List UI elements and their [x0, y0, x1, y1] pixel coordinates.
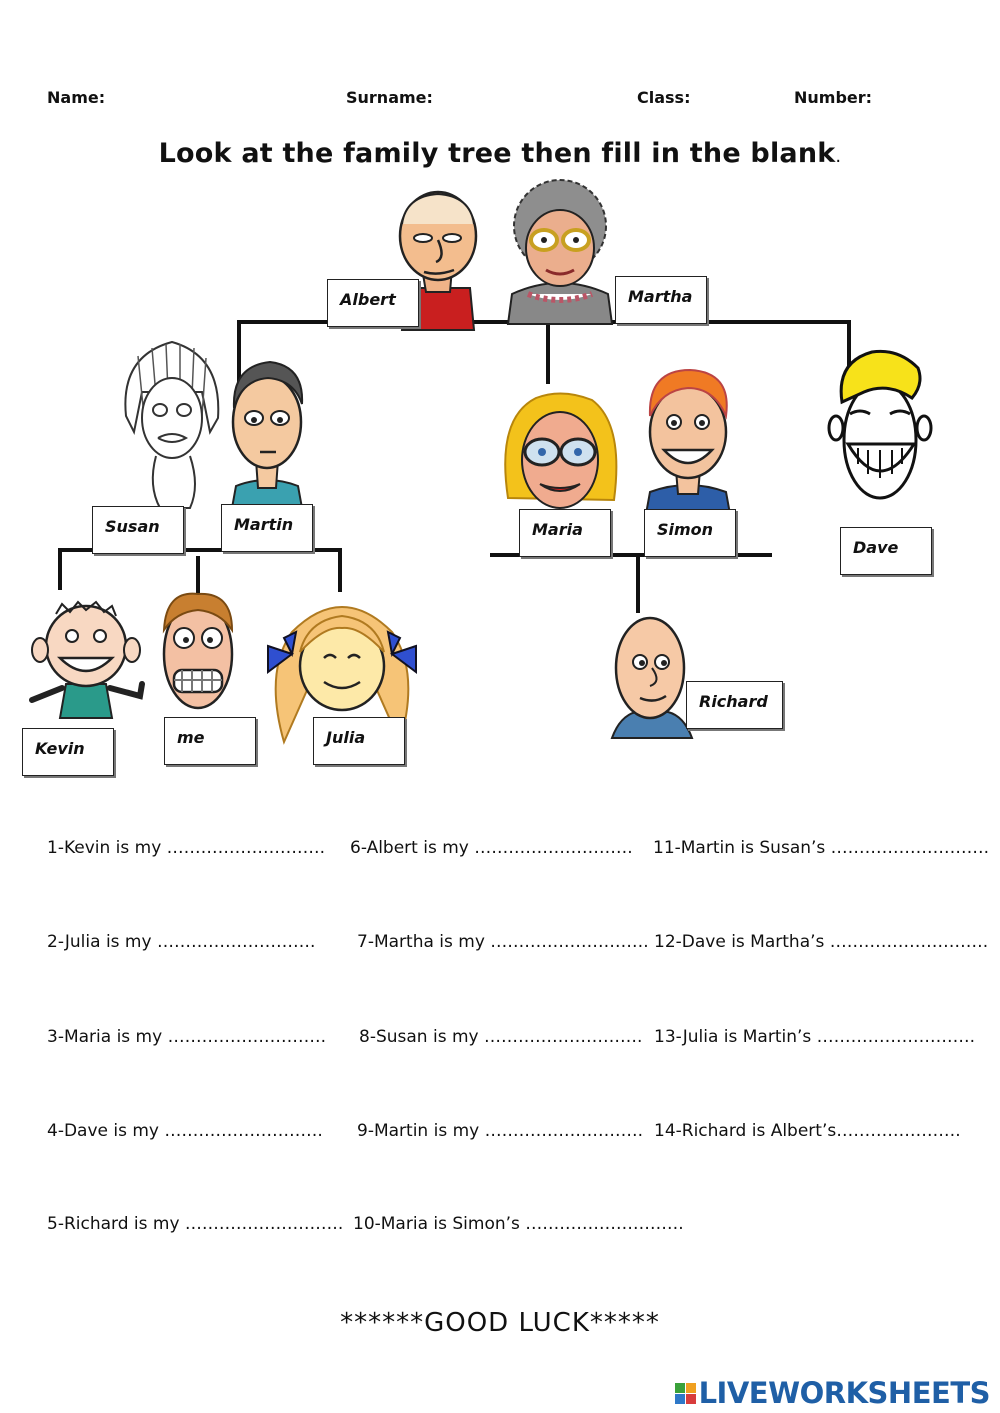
martin-face-icon	[230, 360, 304, 509]
question-9[interactable]: 9-Martin is my ……………………….	[357, 1121, 644, 1141]
brand-text: LIVEWORKSHEETS	[698, 1376, 991, 1410]
question-1[interactable]: 1-Kevin is my ……………………….	[47, 838, 326, 858]
question-7[interactable]: 7-Martha is my ……………………….	[357, 932, 649, 952]
question-12[interactable]: 12-Dave is Martha’s ……………………….	[654, 932, 989, 952]
kevin-face-icon	[29, 600, 145, 719]
question-4[interactable]: 4-Dave is my ……………………….	[47, 1121, 323, 1141]
question-2[interactable]: 2-Julia is my ……………………….	[47, 932, 316, 952]
martha-face-icon	[506, 179, 614, 325]
page-title: Look at the family tree then fill in the…	[0, 138, 1000, 169]
tree-line-susan-martin	[60, 548, 342, 552]
tree-line-maria-simon	[490, 553, 772, 557]
question-3[interactable]: 3-Maria is my ……………………….	[47, 1027, 326, 1047]
liveworksheets-logo-icon	[674, 1382, 696, 1404]
label-me: me	[164, 717, 256, 765]
simon-face-icon	[644, 368, 732, 515]
name-label: Name:	[47, 88, 106, 107]
label-richard: Richard	[686, 681, 783, 729]
title-text: Look at the family tree then fill in the…	[158, 138, 836, 169]
question-5[interactable]: 5-Richard is my ……………………….	[47, 1214, 344, 1234]
albert-face-icon	[398, 190, 478, 331]
me-face-icon	[162, 592, 234, 710]
susan-face-icon	[124, 340, 220, 509]
label-kevin: Kevin	[22, 728, 114, 776]
tree-line-me-drop	[196, 556, 200, 600]
liveworksheets-logo: LIVEWORKSHEETS	[674, 1376, 991, 1410]
label-dave: Dave	[840, 527, 932, 575]
label-martin: Martin	[221, 504, 313, 552]
label-julia: Julia	[313, 717, 405, 765]
question-6[interactable]: 6-Albert is my ……………………….	[350, 838, 633, 858]
label-maria: Maria	[519, 509, 611, 557]
tree-line-richard-drop	[636, 555, 640, 613]
julia-face-icon	[267, 606, 417, 745]
tree-line-middle-drop	[546, 320, 550, 384]
dave-face-icon	[827, 349, 933, 500]
label-martha: Martha	[615, 276, 707, 324]
number-label: Number:	[794, 88, 873, 107]
question-11[interactable]: 11-Martin is Susan’s ……………………….	[653, 838, 990, 858]
good-luck-text: ******GOOD LUCK*****	[340, 1308, 660, 1338]
tree-line-left-drop	[237, 320, 241, 384]
class-label: Class:	[637, 88, 691, 107]
question-13[interactable]: 13-Julia is Martin’s ……………………….	[654, 1027, 976, 1047]
tree-line-kevin-drop	[58, 548, 62, 590]
title-period: .	[835, 146, 842, 167]
question-8[interactable]: 8-Susan is my ……………………….	[359, 1027, 643, 1047]
richard-face-icon	[610, 616, 694, 739]
label-albert: Albert	[327, 279, 419, 327]
tree-line-right-drop	[847, 320, 851, 372]
surname-label: Surname:	[346, 88, 433, 107]
question-14[interactable]: 14-Richard is Albert’s………………….	[654, 1121, 961, 1141]
label-susan: Susan	[92, 506, 184, 554]
label-simon: Simon	[644, 509, 736, 557]
maria-face-icon	[504, 392, 618, 509]
question-10[interactable]: 10-Maria is Simon’s ……………………….	[353, 1214, 684, 1234]
tree-line-julia-drop	[338, 548, 342, 592]
